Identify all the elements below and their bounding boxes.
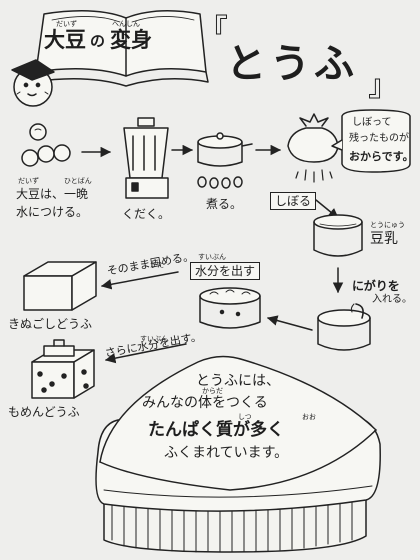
message-line1: とうふには、 <box>196 373 280 389</box>
okara-line2: 残ったものが <box>349 133 409 144</box>
message-line3: たんぱく質が多く <box>148 420 284 440</box>
title-daizu: 大豆 <box>44 28 86 52</box>
nigari-cup-icon <box>317 303 371 351</box>
title-tofu: とうふ <box>226 41 358 87</box>
more-water-ruby: すいぶん <box>140 335 168 343</box>
book-icon <box>33 10 209 87</box>
draining-mold-icon <box>199 287 261 329</box>
soak-ruby2: ひとばん <box>64 177 92 185</box>
soak-line1: 大豆は、一晩 <box>16 187 89 201</box>
soybean-mascot-icon <box>11 59 55 107</box>
soymilk-label: 豆乳 <box>370 231 398 247</box>
blender-icon <box>123 117 169 199</box>
momen-label: もめんどうふ <box>8 405 80 419</box>
flow-arrow <box>100 271 179 290</box>
harden-ruby: かた <box>150 261 164 269</box>
pot-icon <box>197 132 253 189</box>
soymilk-cup-icon <box>313 214 363 257</box>
message-line2: みんなの体をつくる <box>142 395 268 411</box>
flow-arrow <box>104 343 187 364</box>
message-line4: ふくまれています。 <box>164 445 289 461</box>
title-henshin: 変身 <box>110 28 152 52</box>
title-ruby-daizu: だいず <box>56 20 77 28</box>
soak-ruby1: だいず <box>18 177 39 185</box>
kinugoshi-tofu-icon <box>23 261 97 311</box>
big-tofu-block-icon <box>95 355 381 553</box>
boil-label: 煮る。 <box>206 197 243 211</box>
nigari-line1: にがりを <box>352 279 400 293</box>
flow-arrow <box>266 315 313 331</box>
drain-label: 水分を出す <box>190 262 261 280</box>
title-open-bracket: 『 <box>198 13 228 48</box>
title-close-bracket: 』 <box>368 69 398 104</box>
kinugoshi-label: きぬごしどうふ <box>8 317 93 331</box>
soymilk-ruby: とうにゅう <box>370 221 405 229</box>
nigari-line2: 入れる。 <box>372 294 412 305</box>
momen-tofu-press-icon <box>31 339 95 399</box>
message-ruby-oo: おお <box>302 413 316 421</box>
crush-label: くだく。 <box>122 207 171 221</box>
okara-line1: しぼって <box>352 117 392 128</box>
title-no: の <box>90 32 106 50</box>
message-ruby-shitsu: しつ <box>238 413 252 421</box>
soak-line2: 水につける。 <box>16 205 89 219</box>
soybeans-icon <box>21 123 71 167</box>
squeeze-bag-icon <box>287 113 339 183</box>
message-ruby-karada: からだ <box>202 387 223 395</box>
okara-line3: おからです。 <box>349 150 414 163</box>
title-ruby-henshin: へんしん <box>112 20 140 28</box>
drain-ruby: すいぶん <box>198 253 226 261</box>
squeeze-label: しぼる <box>270 192 317 210</box>
speech-bubble <box>341 109 411 173</box>
